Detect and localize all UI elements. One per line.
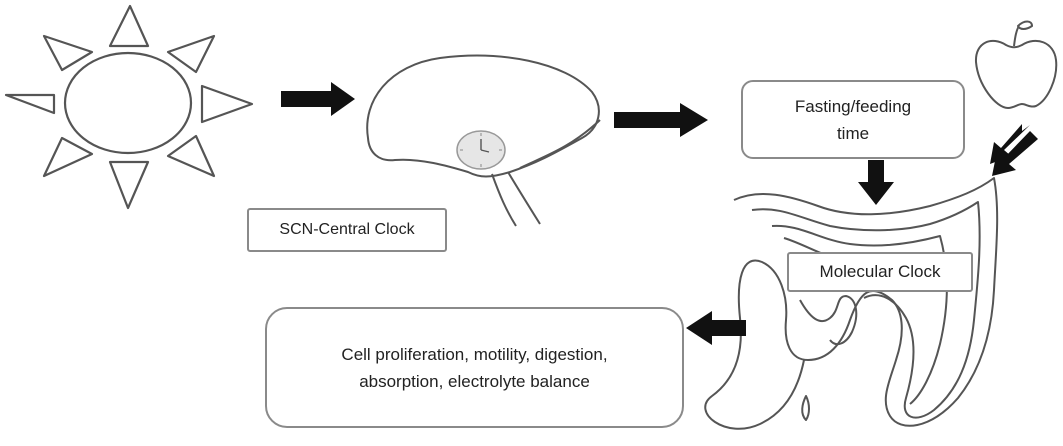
molecular-clock-label: Molecular Clock bbox=[787, 252, 973, 292]
scn-central-clock-label: SCN-Central Clock bbox=[247, 208, 447, 252]
intestine-icon bbox=[704, 177, 999, 430]
sun-icon bbox=[4, 4, 254, 210]
cell-functions-box: Cell proliferation, motility, digestion,… bbox=[265, 307, 684, 428]
brain-icon bbox=[366, 54, 601, 227]
fasting-feeding-time-box: Fasting/feeding time bbox=[741, 80, 965, 159]
apple-icon bbox=[974, 20, 1058, 109]
arrow-fasting-to-intestine bbox=[858, 160, 894, 205]
arrow-intestine-to-functions bbox=[686, 311, 746, 345]
arrow-sun-to-brain bbox=[281, 82, 355, 116]
arrow-apple-to-intestine bbox=[990, 124, 1038, 176]
arrow-brain-to-fasting bbox=[614, 103, 708, 137]
clock-icon bbox=[456, 130, 506, 170]
